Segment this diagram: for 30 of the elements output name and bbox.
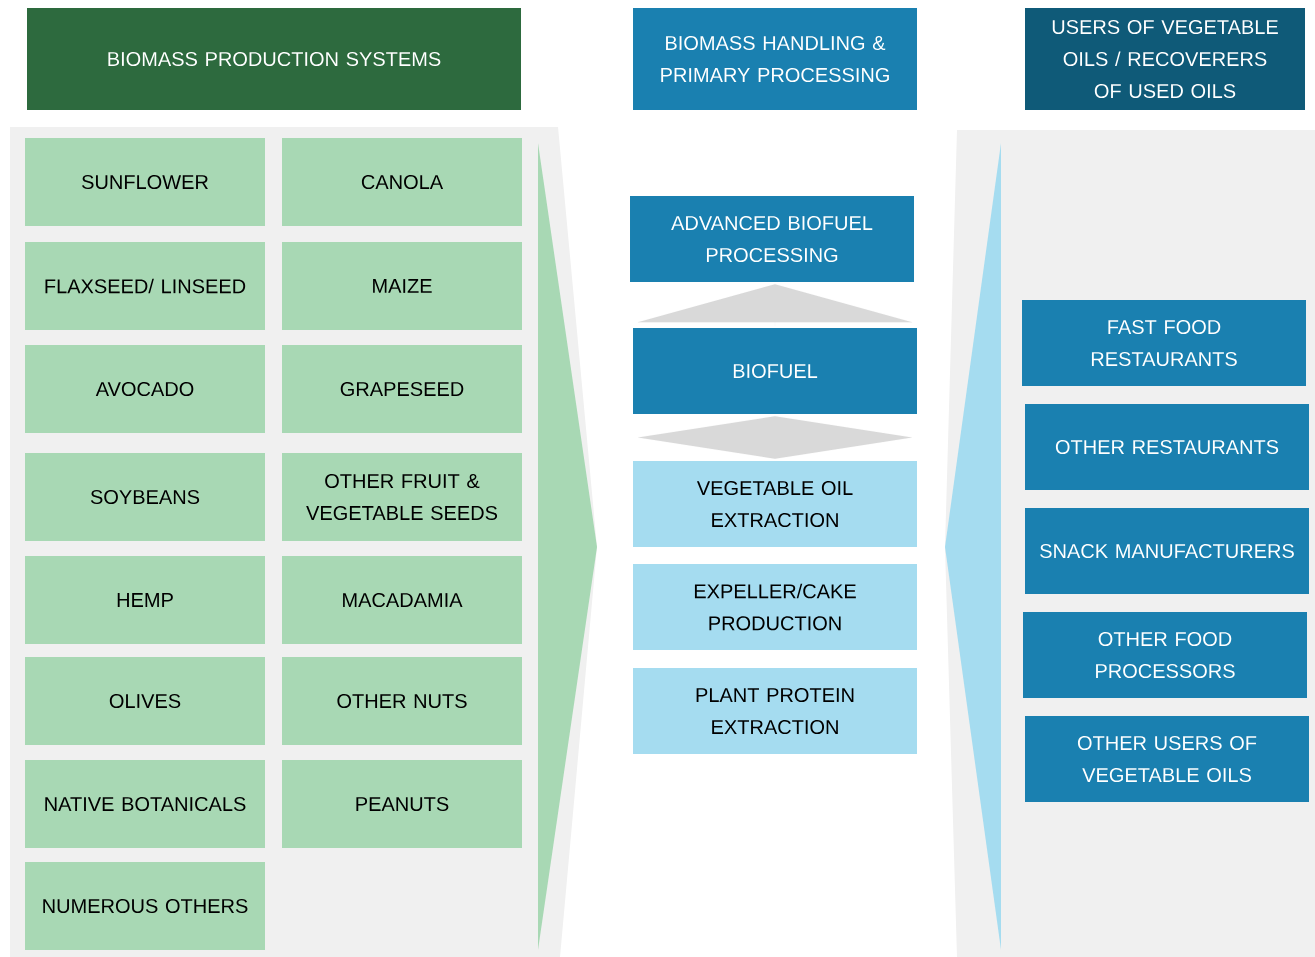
process-box: ADVANCED BIOFUEL PROCESSING [630,196,914,282]
header-box: USERS OF VEGETABLE OILS / RECOVERERS OF USED OILS [1025,8,1305,110]
process-box: CANOLA [282,138,522,226]
arrow [637,284,913,326]
process-box: MAIZE [282,242,522,330]
process-box: PLANT PROTEIN EXTRACTION [633,668,917,754]
process-box: SUNFLOWER [25,138,265,226]
process-box: BIOFUEL [633,328,917,414]
header-box: BIOMASS PRODUCTION SYSTEMS [27,8,521,110]
process-box: OTHER FOOD PROCESSORS [1023,612,1307,698]
process-box: OTHER USERS OF VEGETABLE OILS [1025,716,1309,802]
process-box: MACADAMIA [282,556,522,644]
process-box: NATIVE BOTANICALS [25,760,265,848]
process-box: OTHER FRUIT & VEGETABLE SEEDS [282,453,522,541]
arrow [637,416,913,459]
process-box: SNACK MANUFACTURERS [1025,508,1309,594]
process-box: NUMEROUS OTHERS [25,862,265,950]
process-box: OTHER RESTAURANTS [1025,404,1309,490]
process-box: GRAPESEED [282,345,522,433]
process-box: SOYBEANS [25,453,265,541]
process-box: FLAXSEED/ LINSEED [25,242,265,330]
process-box: HEMP [25,556,265,644]
process-box: EXPELLER/CAKE PRODUCTION [633,564,917,650]
process-box: AVOCADO [25,345,265,433]
process-box: FAST FOOD RESTAURANTS [1022,300,1306,386]
process-box: PEANUTS [282,760,522,848]
process-box: OTHER NUTS [282,657,522,745]
process-box: VEGETABLE OIL EXTRACTION [633,461,917,547]
process-box: OLIVES [25,657,265,745]
header-box: BIOMASS HANDLING & PRIMARY PROCESSING [633,8,917,110]
